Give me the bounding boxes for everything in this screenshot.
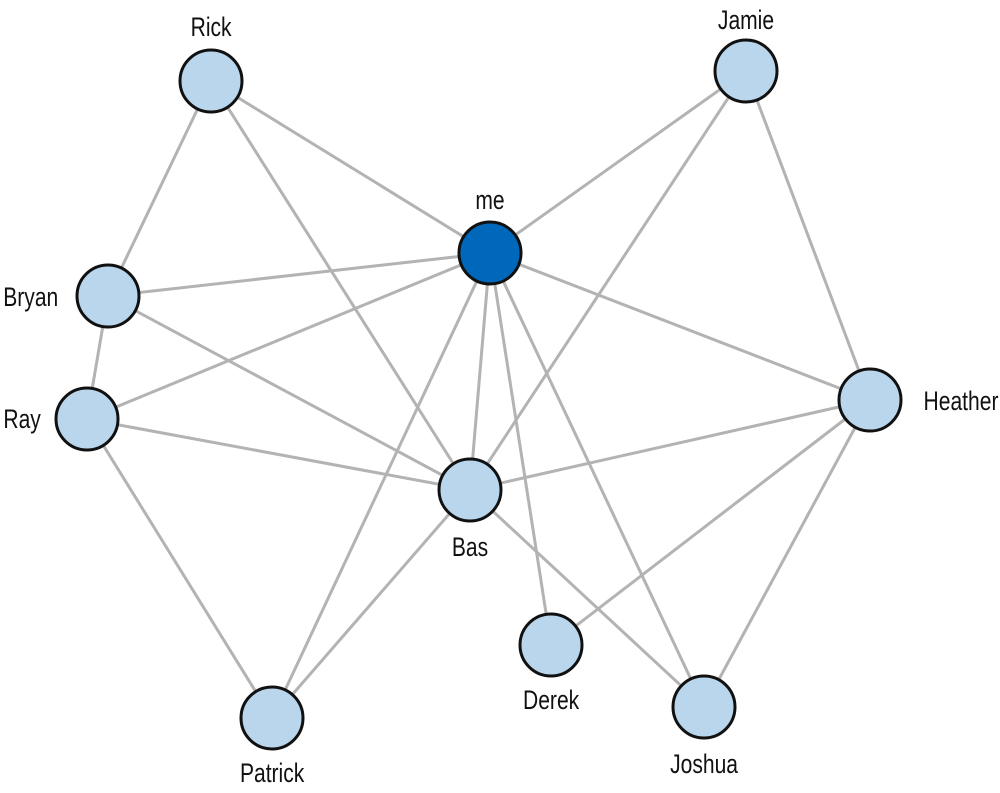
edge-ray-patrick [85,418,274,719]
edge-ray-bas [86,417,471,492]
edge-bas-heather [469,398,871,492]
node-label-derek: Derek [523,686,580,716]
node-label-heather: Heather [924,387,999,417]
edge-rick-bas [209,80,472,491]
edge-jamie-me [489,69,747,255]
node-derek [518,612,584,678]
node-label-bryan: Bryan [3,283,58,313]
edge-heather-joshua [702,399,872,708]
edge-bryan-bas [107,294,471,492]
edge-bas-joshua [468,488,706,709]
edge-jamie-bas [468,70,748,491]
node-bryan [75,263,141,329]
edge-jamie-heather [744,70,872,401]
node-me [457,220,523,286]
node-bas [437,457,503,523]
node-label-jamie: Jamie [718,6,774,36]
node-label-joshua: Joshua [670,750,738,780]
edge-me-heather [489,251,871,402]
node-layer [54,38,903,751]
edge-me-patrick [270,252,492,719]
node-label-ray: Ray [3,405,41,435]
edge-rick-me [210,79,491,255]
edge-me-bryan [107,251,491,298]
node-rick [178,48,244,114]
node-patrick [239,685,305,751]
node-label-me: me [475,186,504,216]
edge-bas-patrick [270,489,472,719]
node-heather [837,367,903,433]
node-joshua [671,674,737,740]
node-jamie [713,38,779,104]
node-ray [54,386,120,452]
edge-heather-derek [550,398,871,647]
edge-me-joshua [488,252,706,708]
edge-me-ray [86,251,491,421]
edge-rick-bryan [106,80,213,297]
edge-me-bas [468,252,492,491]
node-label-rick: Rick [191,13,233,43]
node-label-patrick: Patrick [240,759,305,789]
node-label-bas: Bas [452,533,488,563]
edge-me-derek [488,252,553,646]
edge-layer [85,69,872,719]
